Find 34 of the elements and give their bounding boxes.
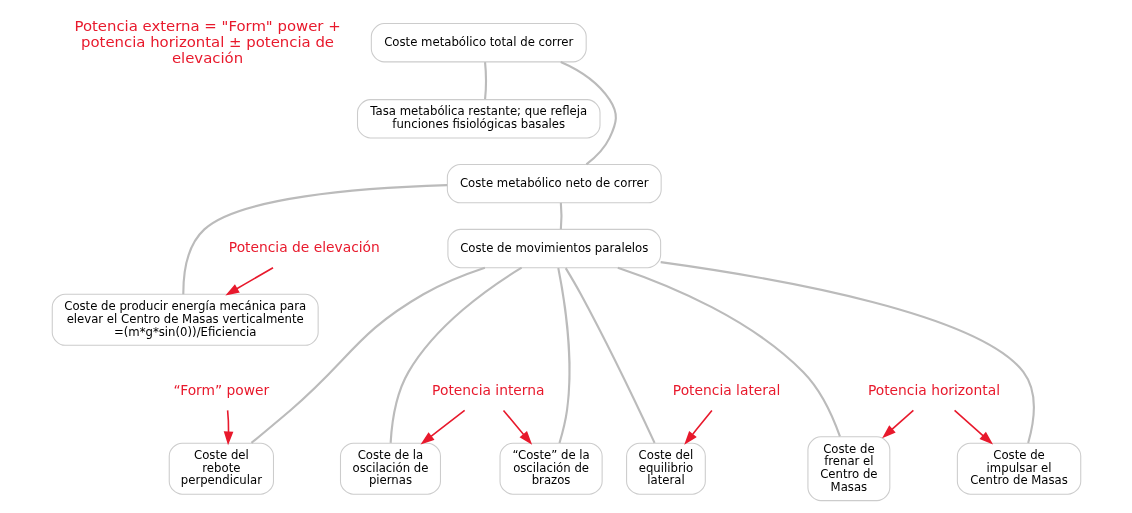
- arrow: [881, 409, 914, 439]
- arrow: [224, 266, 274, 296]
- arrow: [683, 409, 713, 445]
- node-box: Coste del rebote perpendicular: [168, 442, 274, 495]
- connector: [250, 266, 485, 444]
- node-box: Coste de producir energía mecánica para elevar el Centro de Masas verticalmente =(m*g*sin(0))/Eficiencia: [51, 293, 319, 346]
- connector: [556, 267, 570, 444]
- connector: [559, 202, 562, 230]
- node-text: Potencia lateral: [672, 381, 780, 398]
- connector: [559, 60, 617, 166]
- connector: [660, 261, 1035, 444]
- node-box: Coste de frenar el Centro de Masas: [806, 436, 890, 502]
- node-box: Coste metabólico total de correr: [370, 23, 587, 63]
- connector: [389, 266, 522, 443]
- connector: [483, 61, 487, 100]
- arrow: [223, 409, 233, 446]
- label: Potencia externa = "Form" power + potencia horizontal ± potencia de elevación: [73, 16, 341, 67]
- connector: [617, 266, 841, 437]
- connector: [564, 267, 656, 444]
- node-box: Coste del equilibrio lateral: [625, 442, 706, 495]
- node-box: Coste de la oscilación de piernas: [339, 442, 441, 495]
- node-text: Potencia de elevación: [228, 239, 380, 256]
- node-box: Coste metabólico neto de correr: [446, 163, 662, 204]
- node-box: Tasa metabólica restante; que refleja funciones fisiológicas basales: [356, 99, 601, 139]
- arrow: [420, 409, 465, 445]
- node-text: “Form” power: [172, 381, 269, 398]
- node-box: Coste de movimientos paralelos: [446, 228, 661, 269]
- node-text: Potencia interna: [431, 381, 545, 398]
- node-box: Coste de impulsar el Centro de Masas: [956, 442, 1081, 495]
- arrow: [502, 409, 532, 445]
- node-text: Potencia horizontal: [867, 381, 1000, 398]
- connector: [181, 184, 447, 295]
- arrow: [953, 409, 993, 445]
- node-box: “Coste” de la oscilación de brazos: [499, 442, 603, 495]
